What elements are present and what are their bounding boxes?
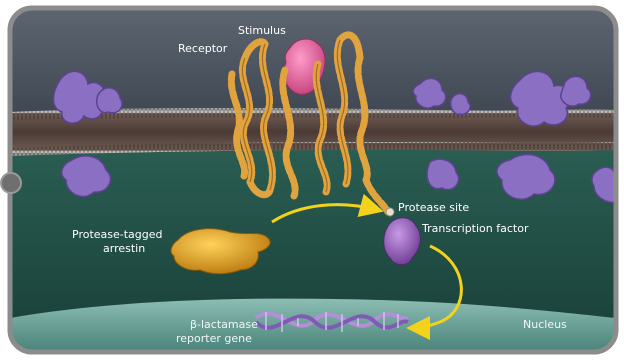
label-protease-tagged: Protease-tagged — [72, 228, 163, 241]
label-stimulus: Stimulus — [238, 24, 286, 37]
label-arrestin: arrestin — [103, 242, 145, 255]
label-transcription-factor: Transcription factor — [421, 222, 529, 235]
frame-handle-knob — [1, 173, 21, 193]
label-reporter-gene: reporter gene — [176, 332, 252, 345]
label-beta-lactamase: β-lactamase — [190, 318, 258, 331]
protease-site-marker — [386, 208, 394, 216]
label-nucleus: Nucleus — [523, 318, 567, 331]
label-receptor: Receptor — [178, 42, 228, 55]
label-protease-site: Protease site — [398, 201, 469, 214]
